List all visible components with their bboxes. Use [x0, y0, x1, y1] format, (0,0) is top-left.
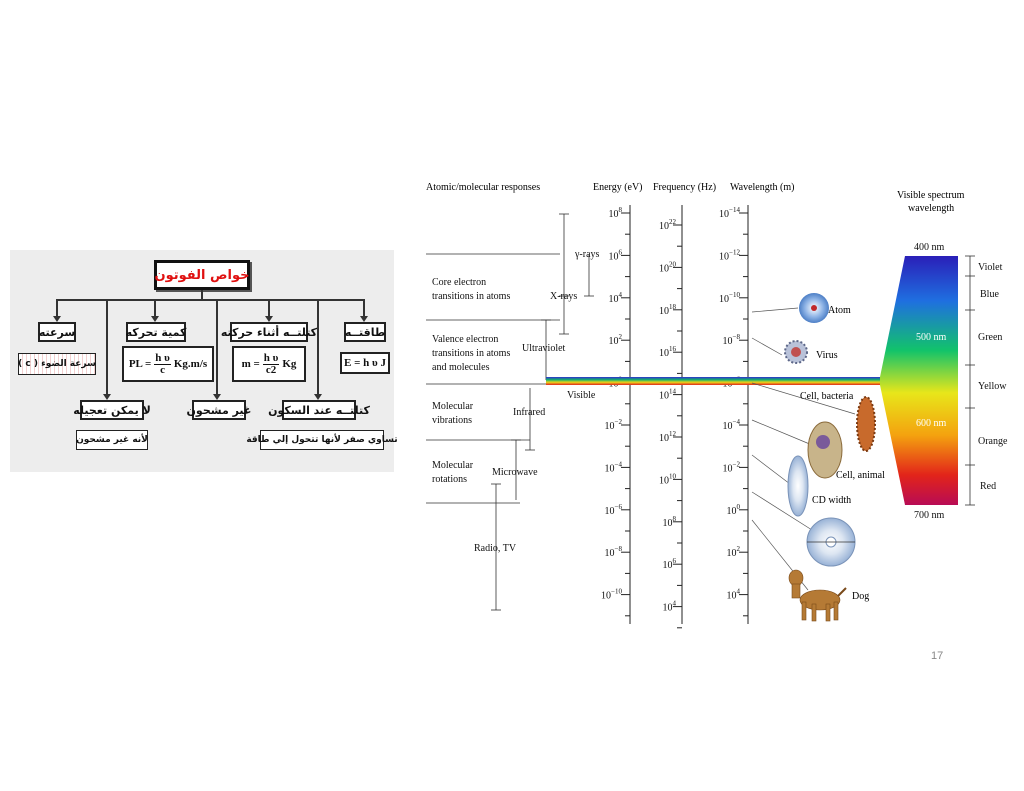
frequency-tick-label: 1016 [659, 345, 677, 359]
mass-formula: m = h υ c2 Kg [232, 346, 306, 382]
rest-mass-detail: تساوي صفر لأنها تتحول إلي طاقة [246, 430, 398, 450]
energy-tick-label: 10−10 [601, 588, 622, 602]
dog-icon [788, 569, 847, 622]
frequency-tick-label: 1014 [659, 388, 677, 402]
frequency-tick-label: 1010 [659, 472, 677, 486]
wavelength-tick-label: 10−10 [719, 291, 740, 305]
visible-spectrum-funnel [880, 256, 958, 505]
property-momentum: كمية تحركه [126, 322, 186, 342]
response-vib-1: Molecular [432, 401, 474, 412]
object-animal-cell: Cell, animal [836, 470, 885, 481]
energy-tick-label: 10−2 [605, 418, 623, 432]
response-core-2: transitions in atoms [432, 291, 510, 302]
energy-tick-label: 10−4 [605, 460, 623, 474]
nm-600: 600 nm [916, 418, 947, 429]
color-blue: Blue [980, 289, 999, 300]
object-dog: Dog [852, 591, 869, 602]
object-cd: CD width [812, 495, 851, 506]
visible-band-stripe [546, 377, 884, 385]
wavelength-tick-label: 10−14 [719, 206, 740, 220]
response-core-1: Core electron [432, 277, 486, 288]
wavelength-tick-label: 10−8 [723, 333, 741, 347]
bacteria-icon [856, 396, 876, 452]
response-valence-1: Valence electron [432, 334, 498, 345]
color-green: Green [978, 332, 1002, 343]
frequency-tick-label: 1020 [659, 260, 677, 274]
frequency-tick-label: 104 [663, 600, 677, 614]
band-radio: Radio, TV [474, 543, 517, 554]
energy-tick-label: 10−8 [605, 545, 623, 559]
band-uv: Ultraviolet [522, 343, 566, 354]
header-frequency: Frequency (Hz) [653, 182, 716, 193]
band-infrared: Infrared [513, 407, 545, 418]
band-gamma: γ-rays [574, 249, 600, 260]
wavelength-tick-label: 10−4 [723, 418, 741, 432]
band-microwave: Microwave [492, 467, 538, 478]
energy-formula: E = h υ J [340, 352, 390, 374]
band-visible: Visible [567, 390, 596, 401]
animal-cell-icon [807, 421, 843, 479]
energy-tick-label: 102 [609, 333, 623, 347]
property-cannot-accelerate: لا يمكن تعجيله [73, 400, 151, 420]
object-atom: Atom [828, 305, 851, 316]
color-yellow: Yellow [978, 381, 1007, 392]
cd-edge-icon [787, 455, 809, 517]
property-rest-mass: كتلتــه عند السكون [268, 400, 370, 420]
nm-700: 700 nm [914, 510, 945, 521]
object-virus: Virus [816, 350, 838, 361]
slide-number: 17 [931, 650, 944, 662]
color-orange: Orange [978, 436, 1008, 447]
uncharged-reason: لأنه غير مشحون [76, 430, 148, 450]
property-energy: طاقتــه [344, 322, 386, 342]
speed-detail: سرعة الضوء ( c ) [18, 353, 96, 375]
color-violet: Violet [978, 262, 1003, 273]
wavelength-tick-label: 100 [727, 503, 741, 517]
wavelength-tick-label: 10−12 [719, 248, 740, 262]
response-rot-2: rotations [432, 474, 467, 485]
response-rot-1: Molecular [432, 460, 474, 471]
frequency-tick-label: 1022 [659, 218, 677, 232]
wavelength-tick-label: 10−2 [723, 460, 741, 474]
response-valence-2: transitions in atoms [432, 348, 510, 359]
color-red: Red [980, 481, 996, 492]
responses-labels: Core electron transitions in atoms Valen… [432, 277, 510, 485]
wavelength-tick-label: 102 [727, 545, 741, 559]
nm-500: 500 nm [916, 332, 947, 343]
wavelength-tick-label: 104 [727, 588, 741, 602]
frequency-tick-label: 106 [663, 557, 677, 571]
header-energy: Energy (eV) [593, 182, 643, 193]
energy-tick-label: 106 [609, 248, 623, 262]
header-responses: Atomic/molecular responses [426, 182, 540, 193]
band-xray: X-rays [550, 291, 577, 302]
property-moving-mass: كتلتــه أثناء حركته [221, 322, 317, 342]
frequency-tick-label: 108 [663, 515, 677, 529]
object-bacteria: Cell, bacteria [800, 391, 854, 402]
photon-properties-diagram: خواص الفوتون سرعته كمية تحركه كتلتــه أث… [10, 250, 398, 472]
response-valence-3: and molecules [432, 362, 490, 373]
energy-tick-label: 108 [609, 206, 623, 220]
momentum-formula: PL = h υ c Kg.m/s [122, 346, 214, 382]
energy-tick-label: 10−6 [605, 503, 623, 517]
energy-tick-label: 104 [609, 291, 623, 305]
header-wavelength: Wavelength (m) [730, 182, 794, 193]
frequency-tick-label: 1012 [659, 430, 677, 444]
nm-400: 400 nm [914, 242, 945, 253]
diagram-title: خواص الفوتون [154, 260, 250, 290]
property-uncharged: غير مشحون [187, 400, 251, 420]
response-vib-2: vibrations [432, 415, 472, 426]
property-speed: سرعته [38, 322, 76, 342]
frequency-tick-label: 1018 [659, 303, 677, 317]
